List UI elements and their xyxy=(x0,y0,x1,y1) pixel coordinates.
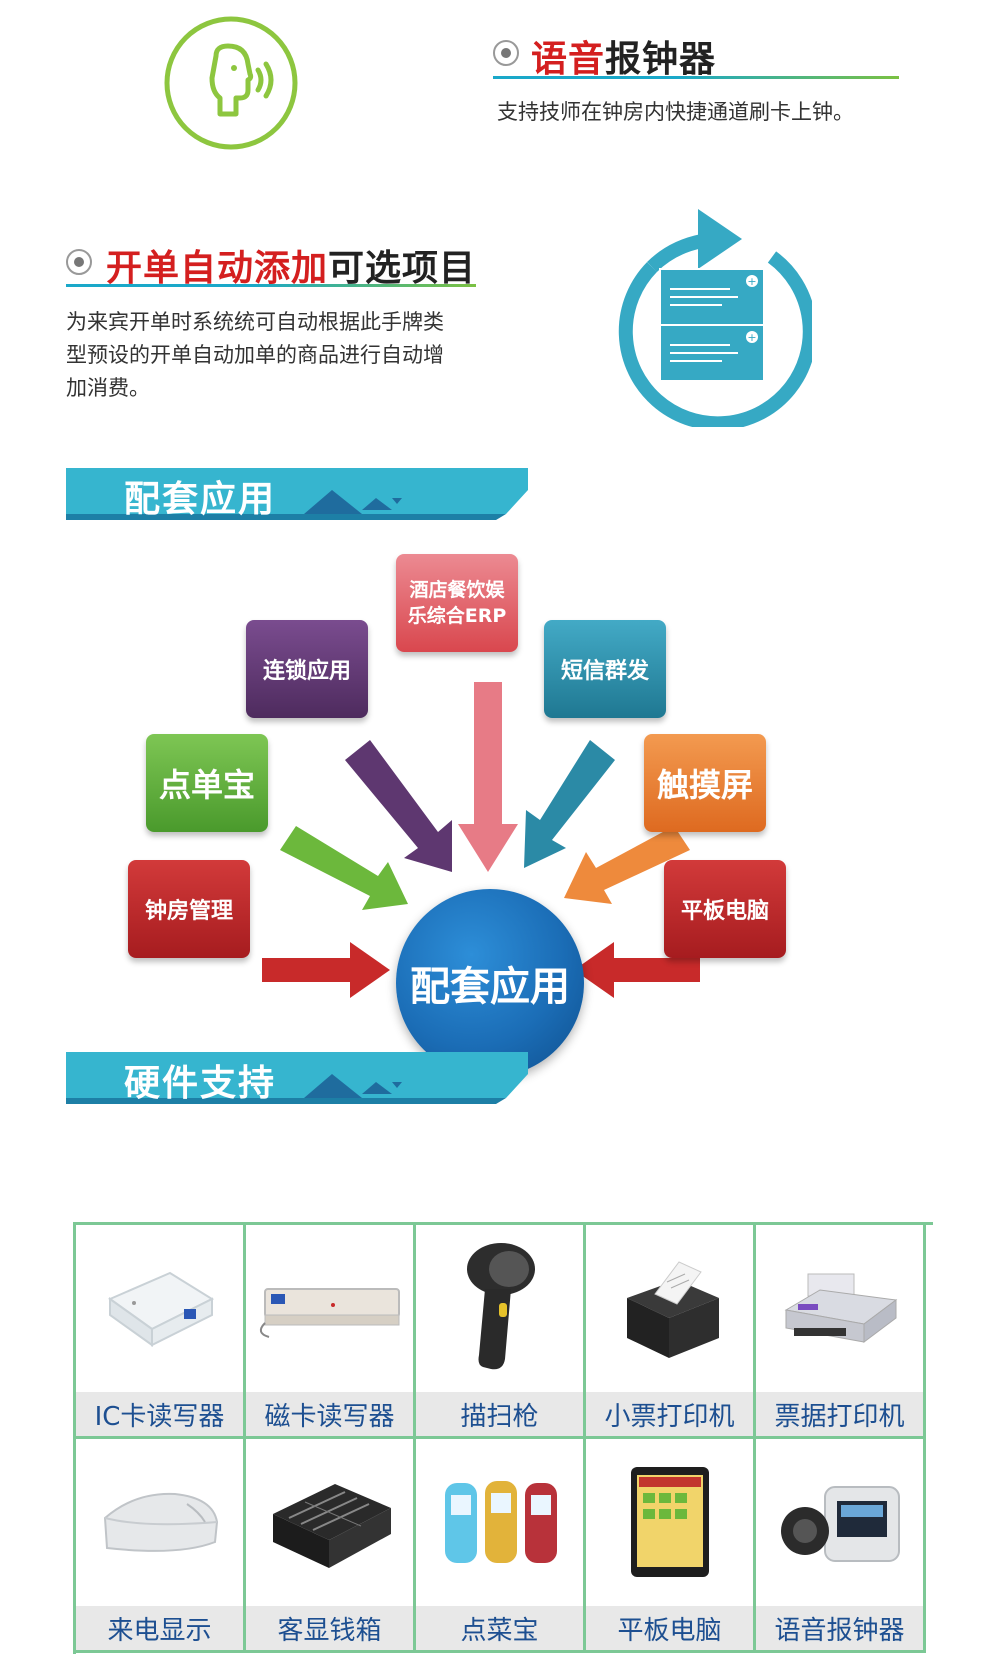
hardware-item: 票据打印机 xyxy=(756,1225,926,1439)
voice-feature-icon xyxy=(162,14,300,152)
radio-bullet-icon xyxy=(493,40,519,66)
caller-id-icon xyxy=(103,1492,218,1552)
radio-bullet-icon xyxy=(66,249,92,275)
hardware-item: 来电显示 xyxy=(76,1439,246,1653)
hardware-label: 小票打印机 xyxy=(586,1392,753,1436)
refresh-document-illustration: + + xyxy=(612,205,817,431)
hardware-label: 描扫枪 xyxy=(416,1392,583,1436)
feature-auto-add-title: 开单自动添加可选项目 xyxy=(106,248,477,289)
hub-node-chain: 连锁应用 xyxy=(246,620,368,718)
feature-auto-add-title-row: 开单自动添加可选项目 xyxy=(66,239,476,289)
barcode-scanner-icon xyxy=(466,1243,535,1370)
feature-voice-title-row: 语音报钟器 xyxy=(493,30,899,80)
hub-center: 配套应用 xyxy=(396,889,584,1077)
hardware-item: 磁卡读写器 xyxy=(246,1225,416,1439)
hardware-item: 客显钱箱 xyxy=(246,1439,416,1653)
feature-auto-add-underline xyxy=(66,284,476,287)
handheld-ordering-icon xyxy=(444,1481,557,1563)
refresh-document-icon: + + xyxy=(618,209,817,431)
hardware-item: 小票打印机 xyxy=(586,1225,756,1439)
voice-clock-device-icon xyxy=(780,1486,900,1562)
hardware-label: 客显钱箱 xyxy=(246,1606,413,1650)
feature-voice-description: 支持技师在钟房内快捷通道刷卡上钟。 xyxy=(497,100,854,124)
hub-node-erp: 酒店餐饮娱 乐综合ERP xyxy=(396,554,518,652)
hardware-label: 平板电脑 xyxy=(586,1606,753,1650)
hub-node-clock-room: 钟房管理 xyxy=(128,860,250,958)
svg-text:+: + xyxy=(747,331,756,344)
hardware-item: 描扫枪 xyxy=(416,1225,586,1439)
feature-voice-underline xyxy=(493,76,899,79)
section-title-apps: 配套应用 xyxy=(124,479,277,520)
hub-node-touch-screen: 触摸屏 xyxy=(644,734,766,832)
voice-head-icon xyxy=(164,16,298,150)
magnetic-card-reader-icon xyxy=(259,1288,400,1338)
card-reader-icon xyxy=(107,1271,214,1347)
hardware-label: 点菜宝 xyxy=(416,1606,583,1650)
hardware-grid: IC卡读写器 磁卡读写器 描扫枪 xyxy=(73,1222,933,1654)
hardware-item: 语音报钟器 xyxy=(756,1439,926,1653)
section-banner-hardware: 硬件支持 xyxy=(66,1052,528,1104)
svg-text:+: + xyxy=(747,275,756,288)
hub-node-dian-dan-bao: 点单宝 xyxy=(146,734,268,832)
section-banner-apps: 配套应用 xyxy=(66,468,528,520)
feature-auto-add-description: 为来宾开单时系统统可自动根据此手牌类 型预设的开单自动加单的商品进行自动增 加消… xyxy=(66,310,444,400)
hub-node-tablet: 平板电脑 xyxy=(664,860,786,958)
hardware-item: IC卡读写器 xyxy=(76,1225,246,1439)
receipt-printer-icon xyxy=(626,1261,719,1358)
hardware-label: 来电显示 xyxy=(76,1606,243,1650)
hub-arrows xyxy=(262,682,700,998)
hardware-label: IC卡读写器 xyxy=(76,1392,243,1436)
feature-voice-title: 语音报钟器 xyxy=(531,39,717,80)
hardware-label: 磁卡读写器 xyxy=(246,1392,413,1436)
hardware-label: 语音报钟器 xyxy=(756,1606,923,1650)
hardware-item: 平板电脑 xyxy=(586,1439,756,1653)
hardware-item: 点菜宝 xyxy=(416,1439,586,1653)
hub-node-sms: 短信群发 xyxy=(544,620,666,718)
cash-drawer-icon xyxy=(272,1484,391,1568)
hardware-label: 票据打印机 xyxy=(756,1392,923,1436)
tablet-icon xyxy=(630,1467,709,1577)
section-title-hardware: 硬件支持 xyxy=(124,1063,277,1104)
bill-printer-icon xyxy=(784,1273,897,1343)
